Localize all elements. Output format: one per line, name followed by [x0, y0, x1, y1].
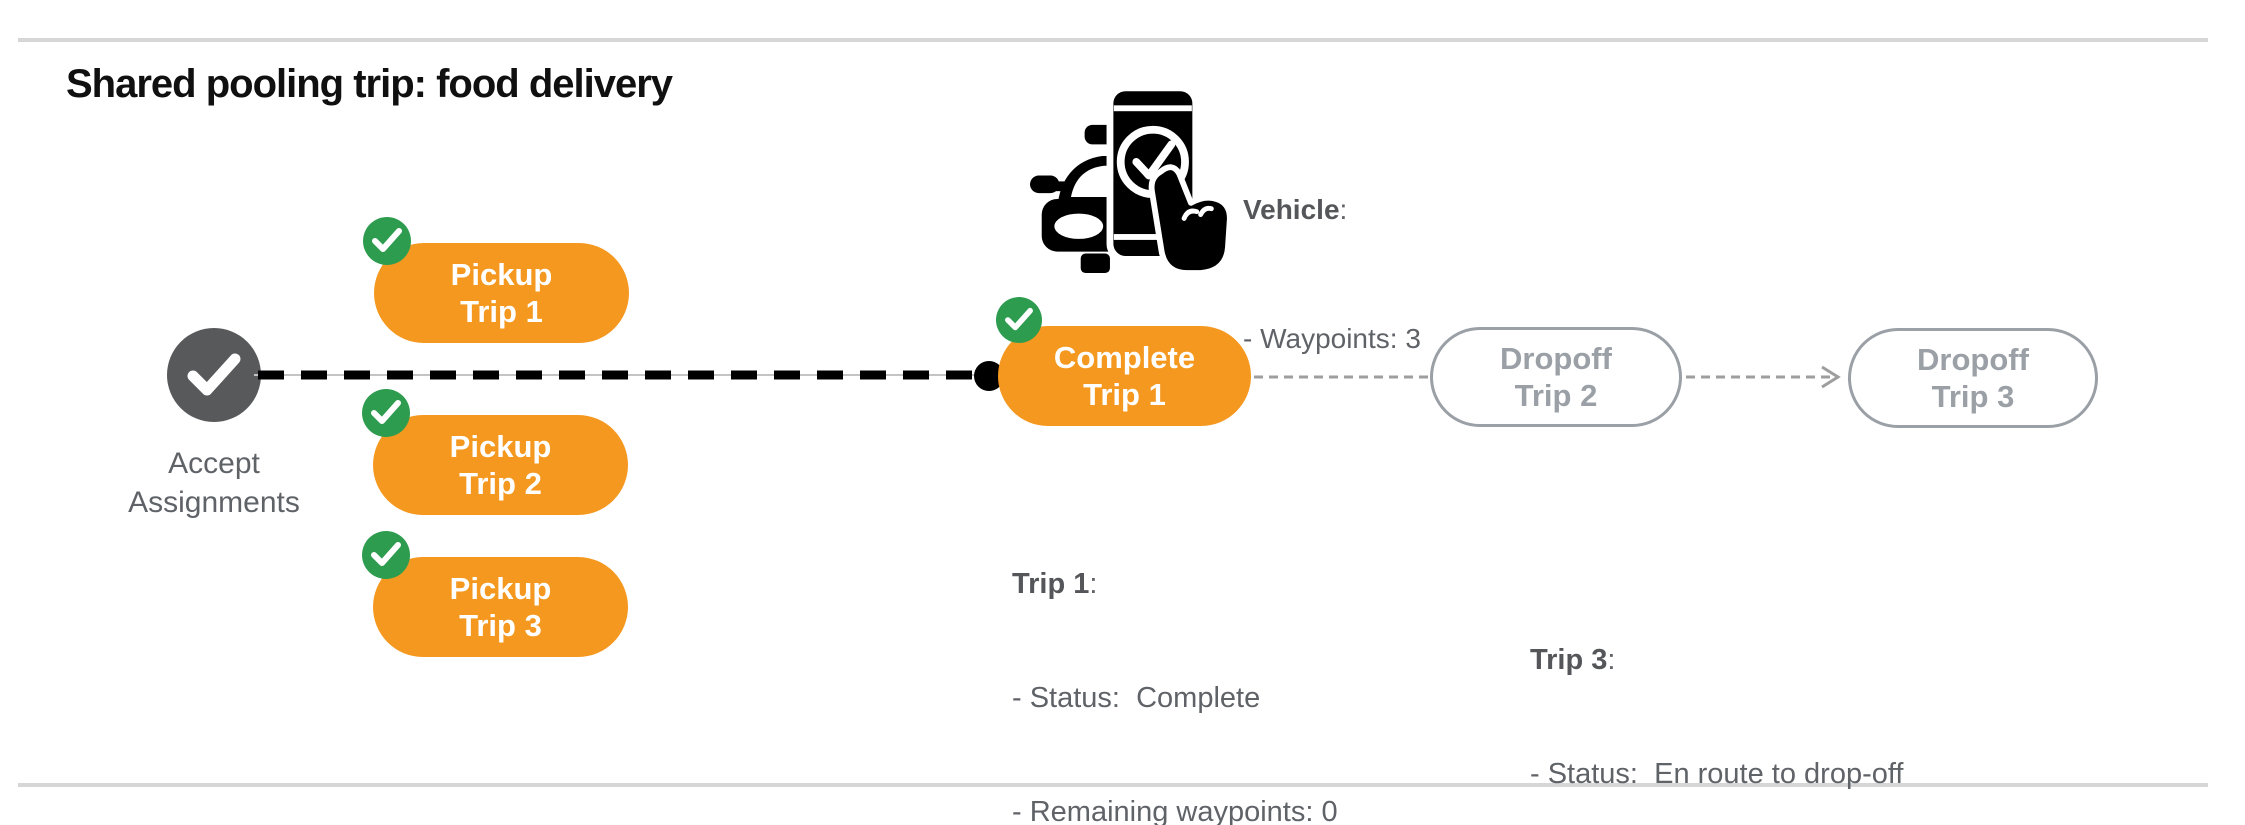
node-pickup-trip-3: Pickup Trip 3 [362, 531, 628, 657]
trip-status-block-left: Trip 1: - Status: Complete - Remaining w… [1012, 489, 1385, 825]
check-badge-icon [362, 389, 410, 437]
node-dropoff-trip-3: Dropoff Trip 3 [1848, 328, 2098, 428]
check-badge-icon [363, 217, 411, 265]
trip1-heading: Trip 1: [1012, 568, 1098, 600]
node-pickup-trip-2: Pickup Trip 2 [362, 389, 628, 515]
connector-complete-to-dropoff2 [1254, 375, 1430, 379]
node-pickup-trip-1: Pickup Trip 1 [363, 217, 629, 343]
trip1-waypoints-line: - Remaining waypoints: 0 [1012, 796, 1338, 825]
node-complete-trip-1: Complete Trip 1 [996, 297, 1251, 426]
trip1-status-line: - Status: Complete [1012, 682, 1261, 714]
trip3-status-line: - Status: En route to drop-off [1530, 758, 1904, 790]
page-title: Shared pooling trip: food delivery [66, 62, 673, 106]
node-dropoff-trip-2: Dropoff Trip 2 [1430, 327, 1682, 427]
accept-assignments-label: Accept Assignments [128, 447, 300, 519]
connector-dropoff2-to-dropoff3 [1686, 365, 1841, 389]
vehicle-info: Vehicle: - Waypoints: 3 [1243, 102, 1421, 446]
vehicle-label: Vehicle: [1243, 194, 1348, 225]
connector-accept-to-complete [254, 370, 994, 380]
bottom-divider [18, 783, 2208, 787]
check-badge-icon [362, 531, 410, 579]
accept-assignments-node [167, 328, 261, 422]
robotaxi-phone-check-icon [1030, 84, 1228, 275]
check-badge-icon [996, 297, 1042, 343]
trip-status-block-right: Trip 3: - Status: En route to drop-off -… [1530, 565, 1903, 825]
top-divider [18, 38, 2208, 42]
trip3-heading: Trip 3: [1530, 644, 1616, 676]
vehicle-waypoints: - Waypoints: 3 [1243, 323, 1421, 354]
check-icon [187, 353, 241, 396]
arrowhead-icon [1821, 365, 1841, 389]
